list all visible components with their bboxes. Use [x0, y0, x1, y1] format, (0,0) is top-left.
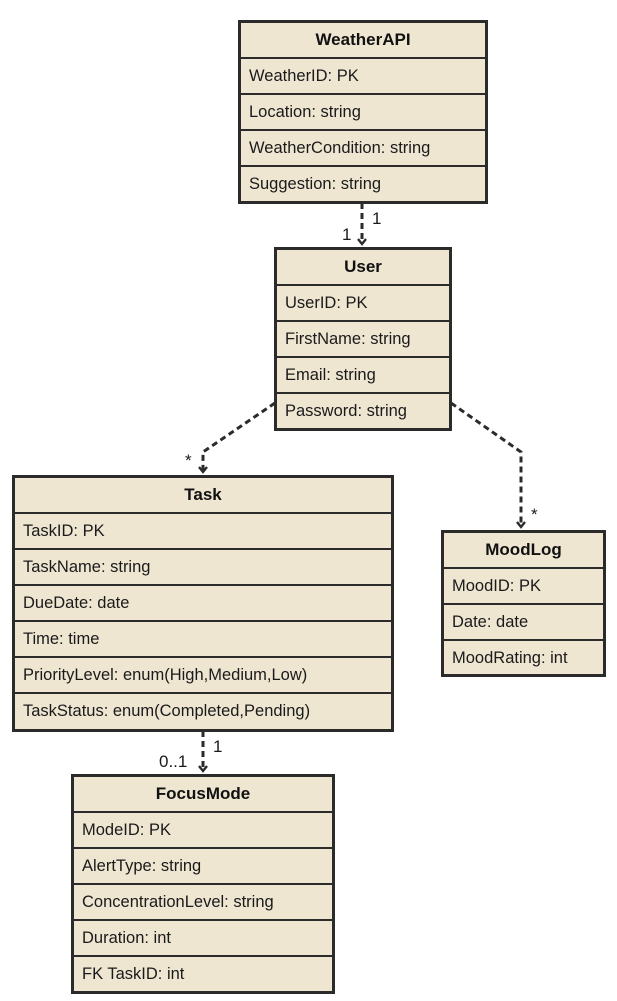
mult-task-focus-source: 1: [213, 737, 222, 756]
entity-title: WeatherAPI: [241, 23, 485, 59]
entity-title: Task: [15, 478, 391, 514]
entity-user: User UserID: PK FirstName: string Email:…: [274, 247, 452, 431]
entity-attribute: WeatherID: PK: [241, 59, 485, 95]
entity-attribute: FK TaskID: int: [82, 965, 185, 983]
entity-attribute: FirstName: string: [277, 322, 449, 358]
entity-attribute: ModeID: PK: [74, 813, 332, 849]
entity-attribute: TaskName: string: [15, 550, 391, 586]
mult-task-focus-target: 0..1: [159, 752, 187, 771]
entity-attribute: TaskID: PK: [15, 514, 391, 550]
entity-attribute: Suggestion: string: [249, 175, 382, 193]
entity-attribute: DueDate: date: [15, 586, 391, 622]
edge-user-mood: [450, 401, 526, 529]
entity-moodlog: MoodLog MoodID: PK Date: date MoodRating…: [441, 530, 606, 677]
entity-weatherapi: WeatherAPI WeatherID: PK Location: strin…: [238, 20, 488, 204]
edge-user-task: [198, 401, 276, 474]
entity-attribute: Date: date: [444, 605, 603, 641]
entity-attribute: WeatherCondition: string: [241, 131, 485, 167]
mult-weather-user-source: 1: [372, 209, 381, 228]
entity-title: MoodLog: [444, 533, 603, 569]
entity-attribute: ConcentrationLevel: string: [74, 885, 332, 921]
mult-user-task-target: *: [185, 451, 192, 470]
entity-attribute: TaskStatus: enum(Completed,Pending): [23, 702, 311, 720]
entity-title: User: [277, 250, 449, 286]
entity-attribute: Time: time: [15, 622, 391, 658]
entity-attribute: AlertType: string: [74, 849, 332, 885]
entity-attribute: Duration: int: [74, 921, 332, 957]
entity-title: FocusMode: [74, 777, 332, 813]
entity-attribute: PriorityLevel: enum(High,Medium,Low): [15, 658, 391, 694]
entity-attribute: Location: string: [241, 95, 485, 131]
mult-weather-user-target: 1: [342, 225, 351, 244]
entity-attribute: Password: string: [285, 402, 407, 420]
entity-attribute: MoodRating: int: [452, 649, 568, 667]
entity-focusmode: FocusMode ModeID: PK AlertType: string C…: [71, 774, 335, 994]
mult-user-mood-target: *: [531, 505, 538, 524]
entity-attribute: UserID: PK: [277, 286, 449, 322]
entity-attribute: Email: string: [277, 358, 449, 394]
entity-attribute: MoodID: PK: [444, 569, 603, 605]
entity-task: Task TaskID: PK TaskName: string DueDate…: [12, 475, 394, 732]
